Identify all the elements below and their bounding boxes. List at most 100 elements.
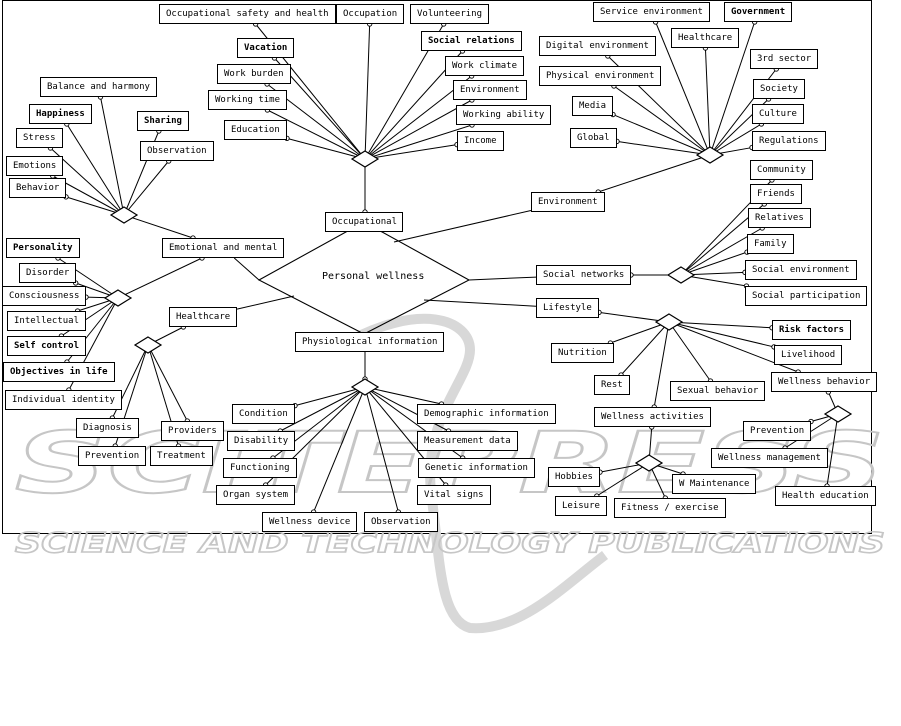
diamond-wellness-behavior <box>823 405 853 423</box>
node-working-time[interactable]: Working time <box>208 90 288 110</box>
root-to-hub-healthcare <box>236 295 295 310</box>
node-relatives[interactable]: Relatives <box>748 208 811 228</box>
node-vacation[interactable]: Vacation <box>237 38 295 58</box>
node-condition[interactable]: Condition <box>232 404 295 424</box>
node-physical-environment[interactable]: Physical environment <box>539 66 662 86</box>
node-leisure[interactable]: Leisure <box>555 496 607 516</box>
ls-node-livelihood <box>668 321 775 348</box>
hub-healthcare[interactable]: Healthcare <box>169 307 238 327</box>
node-income[interactable]: Income <box>457 131 504 151</box>
node-hobbies[interactable]: Hobbies <box>548 467 600 487</box>
node-education[interactable]: Education <box>224 120 287 140</box>
node-disorder[interactable]: Disorder <box>19 263 77 283</box>
node-media[interactable]: Media <box>572 96 614 116</box>
node-organ-system[interactable]: Organ system <box>216 485 296 505</box>
node-observation-phys[interactable]: Observation <box>364 512 438 532</box>
node-sexual-behavior[interactable]: Sexual behavior <box>670 381 766 401</box>
occ-node-working-ability <box>364 124 473 160</box>
node-happiness[interactable]: Happiness <box>29 104 92 124</box>
node-nutrition[interactable]: Nutrition <box>551 343 614 363</box>
node-consciousness[interactable]: Consciousness <box>2 286 87 306</box>
env-node-service-environment <box>655 21 711 156</box>
node-risk-factors[interactable]: Risk factors <box>772 320 852 340</box>
node-friends[interactable]: Friends <box>750 184 802 204</box>
node-social-relations[interactable]: Social relations <box>421 31 522 51</box>
node-social-environment[interactable]: Social environment <box>745 260 857 280</box>
node-culture[interactable]: Culture <box>752 104 804 124</box>
node-prevention-hc[interactable]: Prevention <box>78 446 147 466</box>
node-individual-identity[interactable]: Individual identity <box>5 390 122 410</box>
per-hub-emotional-mental <box>117 257 203 299</box>
node-occupational-safety-health[interactable]: Occupational safety and health <box>159 4 336 24</box>
node-w-maintenance[interactable]: W Maintenance <box>672 474 757 494</box>
node-genetic-information[interactable]: Genetic information <box>418 458 535 478</box>
root-personal-wellness: Personal wellness <box>322 271 425 282</box>
node-behavior[interactable]: Behavior <box>9 178 67 198</box>
node-vital-signs[interactable]: Vital signs <box>417 485 491 505</box>
node-global[interactable]: Global <box>570 128 617 148</box>
node-environment-occ[interactable]: Environment <box>453 80 527 100</box>
node-community[interactable]: Community <box>750 160 813 180</box>
node-diagnosis[interactable]: Diagnosis <box>76 418 139 438</box>
node-measurement-data[interactable]: Measurement data <box>417 431 518 451</box>
node-personality[interactable]: Personality <box>6 238 80 258</box>
node-disability[interactable]: Disability <box>227 431 296 451</box>
ls-node-nutrition <box>610 321 670 344</box>
hub-environment[interactable]: Environment <box>531 192 605 212</box>
node-wellness-behavior[interactable]: Wellness behavior <box>771 372 878 392</box>
hub-social-networks[interactable]: Social networks <box>536 265 632 285</box>
hub-emotional-mental[interactable]: Emotional and mental <box>162 238 285 258</box>
env-hub-environment <box>598 154 711 193</box>
hub-physiological-information[interactable]: Physiological information <box>295 332 445 352</box>
node-self-control[interactable]: Self control <box>7 336 87 356</box>
node-service-environment[interactable]: Service environment <box>593 2 710 22</box>
node-objectives-in-life[interactable]: Objectives in life <box>3 362 115 382</box>
node-work-climate[interactable]: Work climate <box>445 56 525 76</box>
hub-lifestyle[interactable]: Lifestyle <box>536 298 599 318</box>
node-intellectual[interactable]: Intellectual <box>7 311 87 331</box>
phys-node-condition <box>294 386 366 407</box>
node-regulations[interactable]: Regulations <box>752 131 826 151</box>
node-rest[interactable]: Rest <box>594 375 630 395</box>
node-social-participation[interactable]: Social participation <box>745 286 868 306</box>
root-to-hub-environment <box>393 210 532 243</box>
node-healthcare-env[interactable]: Healthcare <box>671 28 740 48</box>
soc-node-family <box>680 251 748 276</box>
emo-node-happiness <box>66 123 125 216</box>
hub-occupational[interactable]: Occupational <box>325 212 403 232</box>
env-node-healthcare-env <box>704 47 711 156</box>
phys-node-wellness-device <box>313 386 366 513</box>
node-sharing[interactable]: Sharing <box>137 111 189 131</box>
node-government[interactable]: Government <box>724 2 793 22</box>
node-health-education[interactable]: Health education <box>775 486 876 506</box>
node-livelihood[interactable]: Livelihood <box>774 345 843 365</box>
node-occupation[interactable]: Occupation <box>336 4 405 24</box>
node-balance-harmony[interactable]: Balance and harmony <box>40 77 157 97</box>
node-demographic-information[interactable]: Demographic information <box>417 404 556 424</box>
node-functioning[interactable]: Functioning <box>223 458 297 478</box>
node-volunteering[interactable]: Volunteering <box>410 4 490 24</box>
node-treatment[interactable]: Treatment <box>150 446 213 466</box>
node-fitness-exercise[interactable]: Fitness / exercise <box>614 498 726 518</box>
node-society[interactable]: Society <box>753 79 805 99</box>
node-3rd-sector[interactable]: 3rd sector <box>750 49 819 69</box>
node-stress[interactable]: Stress <box>16 128 63 148</box>
node-work-burden[interactable]: Work burden <box>217 64 291 84</box>
node-wellness-activities[interactable]: Wellness activities <box>594 407 711 427</box>
node-working-ability[interactable]: Working ability <box>456 105 552 125</box>
node-wellness-management[interactable]: Wellness management <box>711 448 828 468</box>
node-wellness-device[interactable]: Wellness device <box>262 512 358 532</box>
emo-hub-emotional-mental <box>123 214 194 239</box>
root-to-hub-lifestyle <box>423 299 537 307</box>
node-prevention-wb[interactable]: Prevention <box>743 421 812 441</box>
node-emotions[interactable]: Emotions <box>6 156 64 176</box>
node-providers[interactable]: Providers <box>161 421 224 441</box>
node-observation-emo[interactable]: Observation <box>140 141 214 161</box>
node-digital-environment[interactable]: Digital environment <box>539 36 656 56</box>
root-to-hub-emotional-mental <box>233 257 260 281</box>
ls-node-sexual-behavior <box>668 321 711 382</box>
node-family[interactable]: Family <box>747 234 794 254</box>
phys-node-demographic-information <box>364 386 442 405</box>
wb-node-health-education <box>826 413 839 487</box>
